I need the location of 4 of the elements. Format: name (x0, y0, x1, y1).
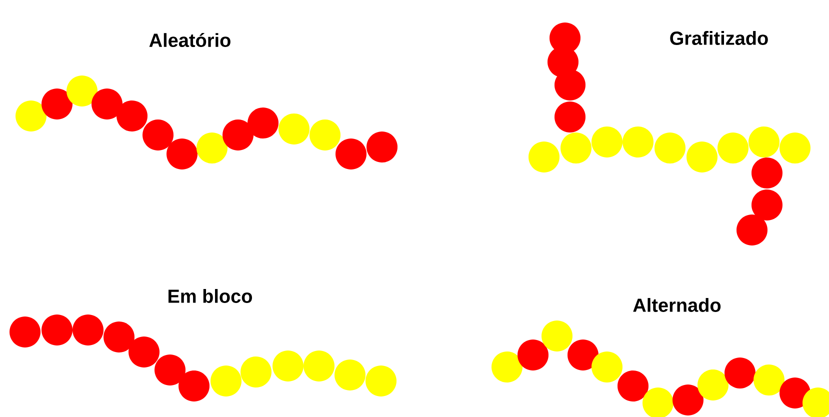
panel-title: Alternado (633, 298, 721, 312)
panel-title: Grafitizado (670, 31, 768, 45)
panel-title: Aleatório (149, 32, 230, 48)
panel-title: Em bloco (168, 289, 252, 303)
